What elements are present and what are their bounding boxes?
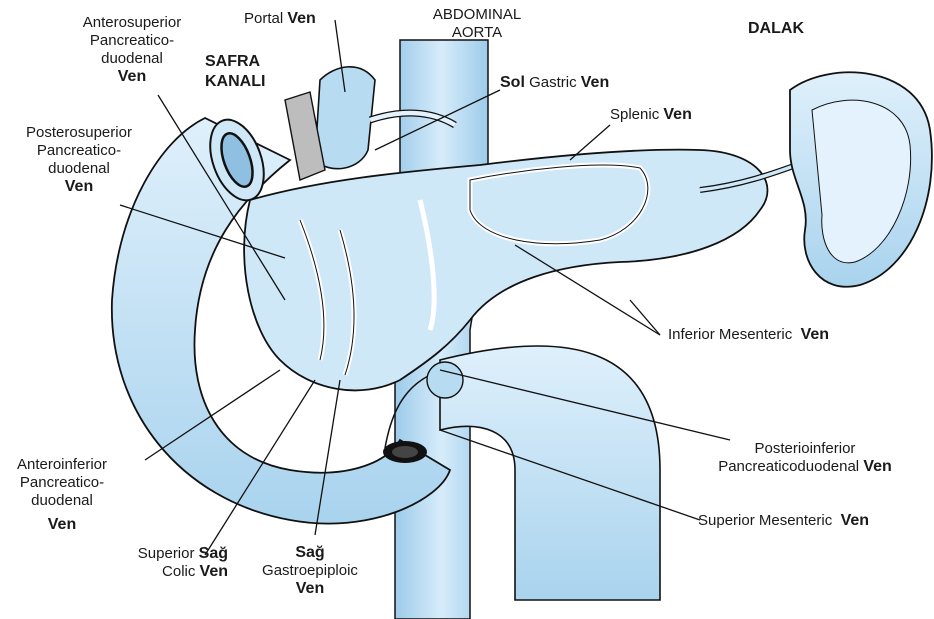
- portal-vein: [315, 67, 375, 169]
- label-posterioinferior: Posterioinferior Pancreaticoduodenal Ven: [680, 440, 930, 476]
- label-dalak: DALAK: [748, 20, 804, 38]
- label-posterosuperior: Posterosuperior Pancreatico- duodenal Ve…: [4, 124, 154, 196]
- label-anteroinferior: Anteroinferior Pancreatico- duodenal Ven: [2, 456, 122, 534]
- label-anterosuperior: Anterosuperior Pancreatico- duodenal Ven: [57, 14, 207, 86]
- label-abdominal-aorta: ABDOMINAL AORTA: [417, 6, 537, 42]
- label-safra-kanali: SAFRA KANALI: [205, 52, 265, 92]
- label-splenic: Splenic Ven: [610, 106, 692, 124]
- label-right-gastroepiploic: Sağ Gastroepiploic Ven: [240, 544, 380, 598]
- label-superior-colic: Superior Sağ Colic Ven: [98, 545, 228, 581]
- label-portal-vein: Portal Ven: [244, 10, 316, 28]
- mesenteric-trunk: [440, 346, 660, 600]
- label-inferior-mesenteric: Inferior Mesenteric Ven: [668, 326, 829, 344]
- label-superior-mesenteric: Superior Mesenteric Ven: [698, 512, 869, 530]
- label-left-gastric: Sol Gastric Ven: [500, 74, 609, 92]
